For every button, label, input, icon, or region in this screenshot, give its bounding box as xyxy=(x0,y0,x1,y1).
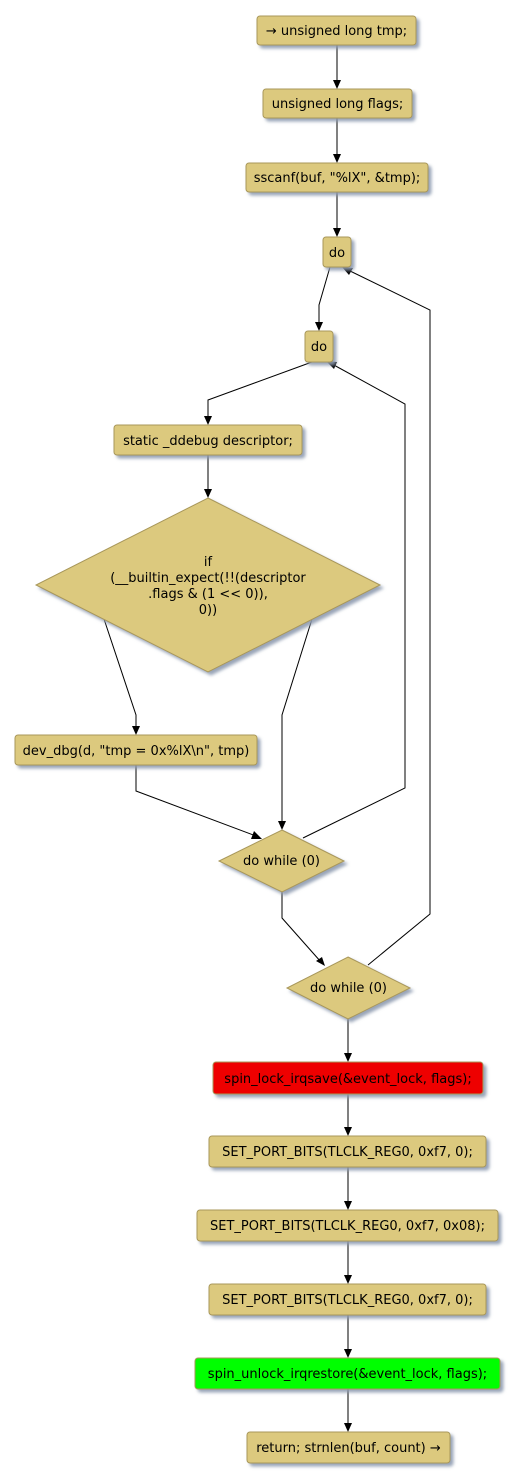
node-label-line-3: .flags & (1 << 0)), xyxy=(148,587,268,602)
node-do-outer[interactable]: do xyxy=(322,236,352,268)
node-static-ddebug-descriptor[interactable]: static _ddebug descriptor; xyxy=(113,424,303,456)
node-dev-dbg[interactable]: dev_dbg(d, "tmp = 0x%lX\n", tmp) xyxy=(14,734,258,766)
arrowhead xyxy=(326,361,337,369)
node-label: SET_PORT_BITS(TLCLK_REG0, 0xf7, 0); xyxy=(222,1293,473,1308)
node-set-port-bits-1[interactable]: SET_PORT_BITS(TLCLK_REG0, 0xf7, 0); xyxy=(208,1135,487,1168)
node-label: do while (0) xyxy=(243,854,320,869)
nodes: → unsigned long tmp; unsigned long flags… xyxy=(14,15,501,1464)
arrowhead xyxy=(344,1275,352,1284)
node-label-line-1: if xyxy=(204,555,213,570)
arrowhead xyxy=(344,1201,352,1210)
node-unsigned-long-tmp[interactable]: → unsigned long tmp; xyxy=(256,15,417,46)
node-set-port-bits-2[interactable]: SET_PORT_BITS(TLCLK_REG0, 0xf7, 0x08); xyxy=(196,1209,499,1242)
node-do-while-inner[interactable]: do while (0) xyxy=(217,829,346,893)
edge-10-loop-4 xyxy=(347,269,431,966)
edge-5-6 xyxy=(207,361,313,419)
node-label: return; strnlen(buf, count) → xyxy=(256,1441,441,1456)
edge-8-9 xyxy=(135,765,257,837)
arrowhead xyxy=(333,80,341,89)
arrowhead xyxy=(204,416,212,425)
node-label: do while (0) xyxy=(310,981,387,996)
node-label: dev_dbg(d, "tmp = 0x%lX\n", tmp) xyxy=(23,744,250,759)
arrowhead xyxy=(333,228,341,237)
node-label: SET_PORT_BITS(TLCLK_REG0, 0xf7, 0x08); xyxy=(210,1219,485,1234)
edge-4-5 xyxy=(318,266,331,325)
node-do-inner[interactable]: do xyxy=(304,330,334,363)
node-return-strnlen[interactable]: return; strnlen(buf, count) → xyxy=(246,1431,451,1464)
edge-7-9 xyxy=(281,618,313,824)
node-spin-lock-irqsave[interactable]: spin_lock_irqsave(&event_lock, flags); xyxy=(212,1061,484,1095)
edge-7-8 xyxy=(103,618,137,729)
arrowhead xyxy=(344,1349,352,1358)
node-if-builtin-expect[interactable]: if (__builtin_expect(!!(descriptor .flag… xyxy=(34,497,382,673)
edge-9-10 xyxy=(281,892,322,963)
node-set-port-bits-3[interactable]: SET_PORT_BITS(TLCLK_REG0, 0xf7, 0); xyxy=(208,1283,487,1316)
arrowhead xyxy=(315,322,323,331)
arrowhead xyxy=(333,154,341,163)
edges xyxy=(103,45,431,1432)
edge-9-loop-5 xyxy=(302,363,406,839)
node-label: static _ddebug descriptor; xyxy=(123,434,293,449)
node-label: do xyxy=(329,246,345,261)
arrowhead xyxy=(204,489,212,498)
node-label: sscanf(buf, "%lX", &tmp); xyxy=(254,171,421,186)
arrowhead xyxy=(344,1423,352,1432)
node-label-line-4: 0)) xyxy=(199,603,217,618)
arrowhead xyxy=(316,957,325,966)
node-label: do xyxy=(311,340,327,355)
node-label: spin_unlock_irqrestore(&event_lock, flag… xyxy=(208,1367,487,1382)
arrowhead xyxy=(344,1127,352,1136)
node-label: SET_PORT_BITS(TLCLK_REG0, 0xf7, 0); xyxy=(222,1145,473,1160)
arrowhead xyxy=(344,1053,352,1062)
node-label-line-2: (__builtin_expect(!!(descriptor xyxy=(110,571,306,586)
node-label: → unsigned long tmp; xyxy=(266,24,407,39)
arrowhead xyxy=(132,726,140,735)
node-label: spin_lock_irqsave(&event_lock, flags); xyxy=(224,1072,471,1087)
arrowhead xyxy=(342,267,353,275)
node-sscanf[interactable]: sscanf(buf, "%lX", &tmp); xyxy=(245,162,429,193)
arrowhead xyxy=(251,831,262,839)
node-do-while-outer[interactable]: do while (0) xyxy=(285,956,412,1020)
node-unsigned-long-flags[interactable]: unsigned long flags; xyxy=(262,88,413,119)
arrowhead xyxy=(278,821,286,830)
node-spin-unlock-irqrestore[interactable]: spin_unlock_irqrestore(&event_lock, flag… xyxy=(194,1357,501,1390)
node-label: unsigned long flags; xyxy=(272,97,404,112)
